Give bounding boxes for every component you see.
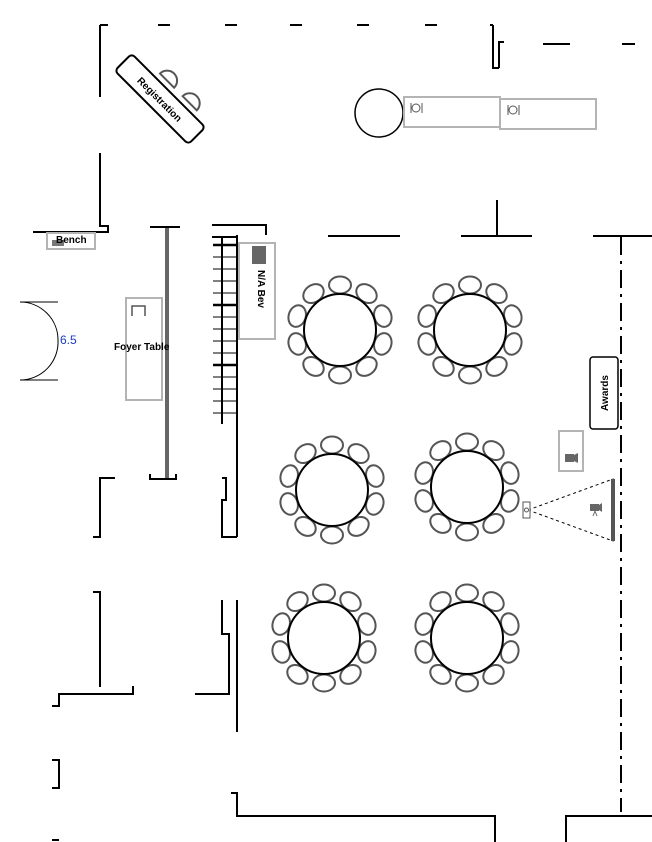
round-table-top — [430, 601, 504, 675]
round-table[interactable] — [416, 275, 525, 385]
round-table-top — [430, 450, 504, 524]
walls — [19, 24, 652, 842]
door-dimension-label: 6.5 — [60, 333, 77, 347]
camera-icon — [565, 453, 578, 463]
buffet-table[interactable] — [403, 96, 501, 128]
awards-table-top — [589, 356, 619, 430]
round-table[interactable] — [286, 275, 395, 385]
awards-label: Awards — [600, 375, 611, 411]
chair-icon — [320, 525, 344, 545]
chair-icon — [458, 275, 482, 295]
projector-lens — [524, 507, 529, 513]
double-door — [19, 301, 59, 381]
door-leaf — [19, 339, 59, 381]
chair-icon — [455, 432, 479, 452]
round-table[interactable] — [270, 583, 379, 693]
bench-label: Bench — [56, 235, 87, 246]
place-setting-icon — [410, 103, 423, 113]
registration-table-top — [115, 54, 205, 144]
round-table-top — [303, 293, 377, 367]
round-table-top — [433, 293, 507, 367]
projection-screen — [611, 479, 615, 541]
camera-icon — [590, 503, 602, 517]
chair-icon — [455, 673, 479, 693]
projector-icon — [522, 501, 531, 519]
wall-segment — [498, 41, 504, 68]
round-tables — [270, 275, 525, 693]
round-table-top — [287, 601, 361, 675]
av-table[interactable] — [558, 430, 584, 472]
wall-segment — [195, 600, 230, 695]
wall-segment — [221, 477, 237, 538]
wall-segment — [565, 815, 652, 842]
beverage-dispenser-icon — [252, 246, 266, 264]
chair-icon — [328, 365, 352, 385]
chair-icon — [131, 305, 146, 316]
place-setting-icon — [507, 105, 520, 115]
wall-segment — [231, 792, 496, 842]
wall-segment — [52, 686, 134, 707]
chair-icon — [455, 522, 479, 542]
na-bev-label: N/A Bev — [255, 270, 266, 308]
cocktail-table[interactable] — [354, 88, 404, 138]
wall-segment — [149, 474, 177, 480]
round-table-top — [295, 453, 369, 527]
chair-icon — [455, 583, 479, 603]
na-bev-station[interactable]: N/A Bev — [238, 242, 276, 340]
bench[interactable]: Bench — [46, 232, 96, 250]
av-setup — [522, 430, 615, 542]
round-table[interactable] — [413, 583, 522, 693]
wall-segment — [52, 759, 60, 789]
chair-icon — [312, 673, 336, 693]
chair-icon — [312, 583, 336, 603]
chair-icon — [320, 435, 344, 455]
round-table[interactable] — [278, 435, 387, 545]
wall-segment — [33, 153, 109, 233]
bench-seat-icon — [52, 240, 64, 246]
registration-table[interactable]: Registration — [115, 42, 217, 144]
foyer-table[interactable]: Foyer Table — [114, 297, 170, 401]
wall-segment — [93, 591, 101, 687]
buffet-area — [354, 88, 597, 138]
chair-icon — [328, 275, 352, 295]
folding-partition — [213, 243, 237, 414]
buffet-table[interactable] — [499, 98, 597, 130]
wall-segment — [212, 224, 267, 235]
door-leaf — [19, 301, 59, 341]
chair-icon — [181, 92, 201, 112]
awards-table[interactable]: Awards — [589, 356, 619, 430]
wall-segment — [492, 25, 499, 69]
round-table[interactable] — [413, 432, 522, 542]
chair-icon — [158, 69, 179, 90]
wall-segment — [93, 477, 115, 538]
foyer-table-label: Foyer Table — [114, 342, 170, 353]
chair-icon — [458, 365, 482, 385]
